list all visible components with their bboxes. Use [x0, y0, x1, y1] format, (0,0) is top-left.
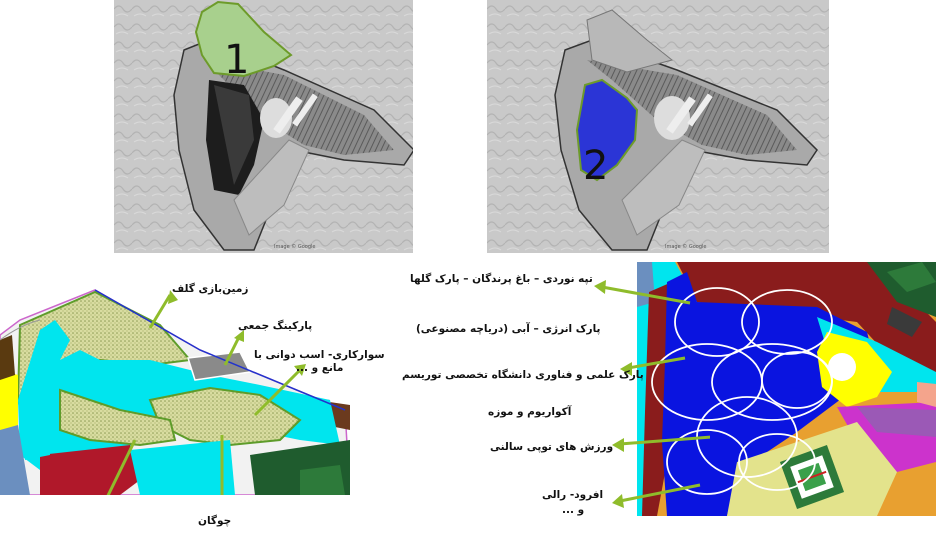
svg-text:Image © Google: Image © Google — [274, 243, 315, 250]
label-ball-sports: ورزش های توپی سالنی — [490, 441, 614, 453]
label-science-park: پارک علمی و فناوری دانشگاه تخصصی توریسم — [402, 369, 644, 381]
label-hiking: تپه نوردی – باغ پرندگان – پارک گلها — [410, 273, 593, 285]
right-arrows — [594, 280, 710, 508]
arrow-golf — [148, 294, 172, 329]
satellite-panel-1: Image © Google 1 — [114, 0, 413, 253]
arrow-parking — [223, 334, 242, 366]
satellite-panel-2: Image © Google 2 — [487, 0, 829, 253]
label-riding-2: مانع و ... — [296, 362, 344, 374]
facility-grid-icon — [779, 444, 845, 510]
label-golf: زمین‌بازی گلف — [172, 283, 249, 295]
left-zone-map — [0, 280, 350, 495]
label-rally-2: و ... — [562, 504, 585, 516]
label-energy-park: پارک انرژی – آبی (دریاچه مصنوعی) — [416, 323, 601, 335]
label-aquarium: آکواریوم و موزه — [488, 406, 572, 418]
label-rally-1: افرود- رالی — [542, 489, 604, 501]
zone-1-highlight — [194, 0, 293, 78]
label-riding-1: سوارکاری- اسب دوانی با — [254, 349, 385, 361]
right-zone-map — [637, 262, 936, 516]
zone-2-highlight — [575, 78, 639, 182]
label-parking: پارکینگ جمعی — [238, 320, 313, 332]
arrow-riding — [253, 368, 302, 417]
arrow-science-park — [627, 356, 686, 370]
zone-2-number: 2 — [583, 143, 609, 189]
arrow-hiking — [601, 285, 691, 305]
label-polo: چوگان — [198, 515, 232, 527]
arrow-lower-left — [106, 439, 137, 495]
zone-1-number: 1 — [224, 37, 250, 83]
arrow-rally — [619, 483, 701, 503]
arrow-ball-sports — [619, 435, 710, 446]
svg-text:Image © Google: Image © Google — [665, 243, 706, 250]
